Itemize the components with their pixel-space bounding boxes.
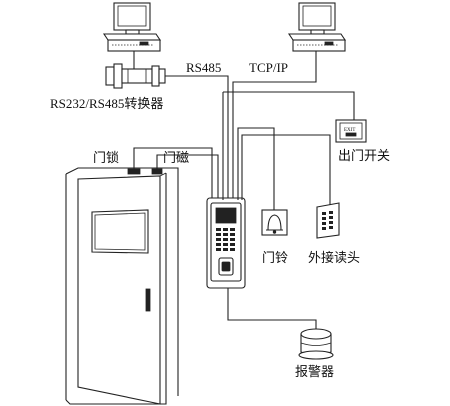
right-computer-icon: [287, 2, 347, 52]
card-reader-icon: [316, 202, 340, 239]
bell-icon: [261, 209, 288, 236]
rs485-line: [165, 75, 229, 200]
door-lock-label: 门锁: [93, 150, 119, 165]
controller-icon: [206, 197, 246, 289]
alarm-wire: [227, 288, 317, 330]
exit-button-icon: EXIT: [335, 119, 367, 143]
rs485-label: RS485: [186, 60, 221, 75]
siren-icon: [298, 328, 334, 360]
door-sensor-label: 门磁: [163, 150, 189, 165]
exit-button-label: 出门开关: [338, 148, 390, 163]
alarm-label: 报警器: [295, 364, 334, 379]
door-icon: [65, 167, 179, 405]
external-reader-label: 外接读头: [308, 250, 360, 265]
door-lock-wire: [133, 147, 213, 215]
door-sensor-wire: [156, 154, 219, 200]
exit-button-wire: [223, 91, 355, 120]
exit-panel-text: EXIT: [344, 128, 355, 133]
converter-label: RS232/RS485转换器: [50, 96, 163, 111]
tcpip-line: [232, 51, 317, 200]
converter-icon: [105, 63, 166, 89]
doorbell-label: 门铃: [262, 250, 288, 265]
reader-wire: [241, 134, 331, 205]
tcpip-label: TCP/IP: [249, 60, 288, 75]
doorbell-wire: [237, 127, 275, 210]
left-computer-icon: [102, 2, 162, 52]
